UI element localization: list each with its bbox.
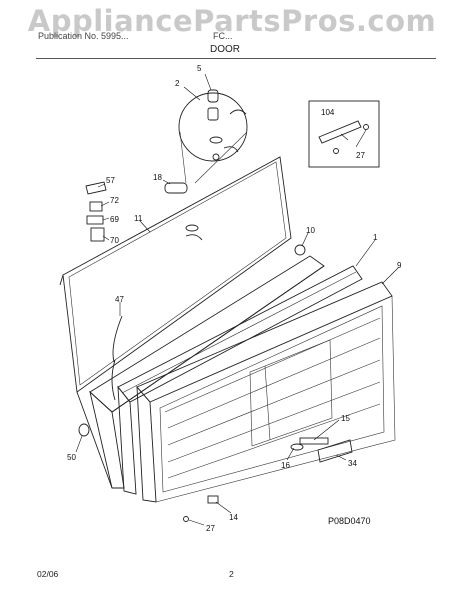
hinge-parts xyxy=(164,182,203,241)
left-hardware-parts xyxy=(85,181,107,242)
callout-14: 14 xyxy=(229,513,238,522)
callout-27-bottom: 27 xyxy=(206,524,215,533)
callout-69: 69 xyxy=(110,215,119,224)
callout-1: 1 xyxy=(373,233,378,242)
callout-50: 50 xyxy=(67,453,76,462)
diagram-reference-code: P08D0470 xyxy=(328,516,371,526)
small-parts xyxy=(78,244,306,522)
footer-page-number: 2 xyxy=(229,569,234,579)
header-model: FC... xyxy=(213,31,233,41)
callout-72: 72 xyxy=(110,196,119,205)
leader-lines xyxy=(75,73,399,526)
callout-18: 18 xyxy=(153,173,162,182)
detail-zoom-circle xyxy=(178,89,248,184)
header-rule xyxy=(36,58,436,59)
handle-assembly xyxy=(290,437,353,463)
callout-57: 57 xyxy=(106,176,115,185)
callout-10: 10 xyxy=(306,226,315,235)
callout-47: 47 xyxy=(115,295,124,304)
callout-9: 9 xyxy=(397,261,402,270)
header-publication: Publication No. 5995... xyxy=(38,31,129,41)
callout-11: 11 xyxy=(134,214,143,223)
callout-2: 2 xyxy=(175,79,180,88)
callout-70: 70 xyxy=(110,236,119,245)
watermark-text: AppliancePartsPros.com xyxy=(27,4,437,38)
outer-door-panel xyxy=(59,156,292,489)
inner-door-liner xyxy=(136,281,396,503)
header-title: DOOR xyxy=(210,44,240,55)
footer-date: 02/06 xyxy=(37,569,59,579)
callout-16: 16 xyxy=(281,461,290,470)
callout-27-inset: 27 xyxy=(356,151,365,160)
callout-15: 15 xyxy=(341,414,350,423)
callout-labels: 5 2 104 27 57 72 69 70 18 11 10 1 9 47 1… xyxy=(67,64,402,533)
door-gasket-frame xyxy=(117,265,363,495)
inset-detail-box xyxy=(308,100,380,168)
callout-104: 104 xyxy=(321,108,335,117)
callout-34: 34 xyxy=(348,459,357,468)
callout-5: 5 xyxy=(197,64,202,73)
door-liner-panel xyxy=(89,255,325,489)
